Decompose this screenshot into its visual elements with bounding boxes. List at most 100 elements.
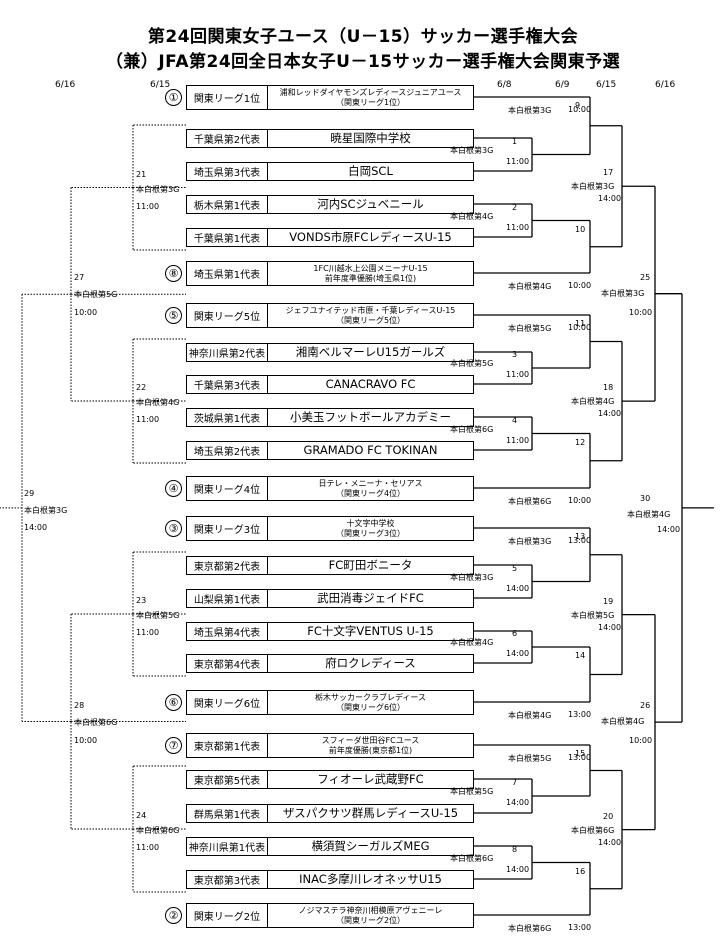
team-name: 湘南ベルマーレU15ガールズ — [295, 344, 446, 359]
seed-qualification: 埼玉県第1代表 — [187, 262, 268, 285]
team-qualification: 千葉県第2代表 — [187, 130, 268, 147]
team-name: ザスパクサツ群馬レディースU-15 — [282, 805, 459, 820]
r1-match-number: 5 — [512, 563, 518, 573]
team-box: 東京都第4代表府ロクレディース — [186, 654, 474, 673]
r4-match-time: 10:00 — [629, 307, 653, 317]
r3-match-number: 19 — [603, 596, 614, 606]
seed-team-name: 十文字中学校 — [346, 519, 395, 529]
loser-match-number: 27 — [74, 273, 85, 283]
seed-team-name-block: 十文字中学校（関東リーグ3位） — [268, 517, 473, 540]
seed-number: ⑦ — [165, 737, 182, 754]
team-box: 神奈川県第2代表 湘南ベルマーレU15ガールズ — [186, 343, 474, 362]
loser-match-time: 11:00 — [136, 415, 160, 424]
r3-match-number: 18 — [603, 383, 614, 393]
seed-team-name: ジェフユナイテッド市原・千葉レディースU-15 — [285, 306, 456, 316]
loser-match-venue: 本白根第6G — [136, 826, 180, 835]
date-label: 6/16 — [655, 80, 676, 90]
team-qualification: 東京都第5代表 — [187, 771, 268, 788]
seed-team-name-block: ジェフユナイテッド市原・千葉レディースU-15（関東リーグ5位） — [268, 304, 473, 327]
seed-qualification: 関東リーグ5位 — [187, 304, 268, 327]
r1-match-venue: 本白根第6G — [450, 853, 494, 863]
team-name: GRAMADO FC TOKINAN — [303, 442, 438, 457]
loser-match-time: 11:00 — [136, 628, 160, 637]
loser-match-venue: 本白根第5G — [136, 611, 180, 620]
loser-match-time: 11:00 — [136, 201, 160, 211]
r1-match-venue: 本白根第6G — [450, 424, 494, 434]
r3-match-number: 17 — [603, 168, 614, 178]
r1-match-number: 3 — [512, 350, 518, 359]
seed-qualification: 関東リーグ2位 — [187, 904, 268, 927]
r2-match-number: 13 — [575, 532, 586, 541]
seed-team-note: （関東リーグ6位） — [335, 702, 406, 712]
date-label: 6/15 — [150, 80, 171, 90]
team-box: 神奈川県第1代表 横須賀シーガルズMEG — [186, 837, 474, 856]
r1-match-time: 11:00 — [506, 156, 530, 166]
r2-match-number: 14 — [575, 651, 586, 660]
team-name: 河内SCジュベニール — [317, 196, 424, 211]
seed-match-time: 10:00 — [568, 281, 592, 290]
team-qualification: 群馬県第1代表 — [187, 805, 268, 822]
r1-match-number: 2 — [512, 202, 518, 212]
date-label: 6/16 — [55, 80, 76, 90]
r1-match-venue: 本白根第4G — [450, 211, 494, 221]
r3-match-venue: 本白根第4G — [571, 397, 615, 407]
team-name: 白岡SCL — [348, 163, 393, 178]
r4-match-venue: 本白根第4G — [601, 717, 645, 727]
seed-team-box: 関東リーグ5位ジェフユナイテッド市原・千葉レディースU-15（関東リーグ5位） — [186, 303, 474, 328]
seed-match-time: 10:00 — [568, 323, 592, 332]
team-qualification: 神奈川県第1代表 — [187, 838, 268, 855]
team-name: 横須賀シーガルズMEG — [311, 838, 430, 853]
seed-match-venue: 本白根第4G — [508, 711, 552, 720]
seed-team-box: 関東リーグ2位ノジマステラ神奈川相模原アヴェニーレ（関東リーグ2位） — [186, 903, 474, 928]
team-qualification: 神奈川県第2代表 — [187, 344, 268, 361]
r1-match-time: 11:00 — [506, 222, 530, 232]
seed-match-time: 13:00 — [568, 536, 592, 545]
team-qualification: 山梨県第1代表 — [187, 590, 268, 607]
seed-match-time: 10:00 — [568, 496, 592, 505]
team-qualification: 千葉県第1代表 — [187, 229, 268, 246]
r1-match-venue: 本白根第4G — [450, 638, 494, 647]
team-box: 群馬県第1代表ザスパクサツ群馬レディースU-15 — [186, 804, 474, 823]
seed-qualification: 関東リーグ4位 — [187, 477, 268, 500]
seed-match-venue: 本白根第5G — [508, 754, 552, 763]
seed-team-name: 1FC川越水上公園メニーナU-15 — [313, 264, 428, 274]
r4-match-time: 10:00 — [629, 736, 653, 746]
r2-match-number: 15 — [575, 749, 586, 758]
seed-team-name: 浦和レッドダイヤモンズレディースジュニアユース — [279, 88, 462, 98]
seed-match-time: 13:00 — [568, 710, 592, 719]
seed-match-time: 13:00 — [568, 923, 592, 932]
team-box: 山梨県第1代表武田消毒ジェイドFC — [186, 589, 474, 608]
r1-match-number: 7 — [512, 778, 518, 787]
r1-match-time: 14:00 — [506, 583, 530, 593]
team-qualification: 栃木県第1代表 — [187, 196, 268, 213]
r1-match-venue: 本白根第3G — [450, 572, 494, 582]
team-name: 暁星国際中学校 — [330, 130, 411, 145]
seed-number: ⑥ — [165, 694, 182, 711]
team-box: 栃木県第1代表 河内SCジュベニール — [186, 195, 474, 214]
r1-match-venue: 本白根第3G — [450, 145, 494, 155]
loser-match-time: 10:00 — [74, 735, 98, 745]
seed-match-venue: 本白根第5G — [508, 324, 552, 333]
seed-number: ⑧ — [165, 265, 182, 282]
r2-match-number: 9 — [575, 101, 581, 110]
date-label: 6/9 — [555, 80, 570, 90]
seed-match-venue: 本白根第6G — [508, 924, 552, 933]
seed-qualification: 関東リーグ6位 — [187, 691, 268, 714]
seed-team-name-block: 日テレ・メニーナ・セリアス（関東リーグ4位） — [268, 477, 473, 500]
team-name: FC町田ボニータ — [328, 557, 413, 572]
loser-match-time: 10:00 — [74, 308, 98, 318]
r1-match-time: 11:00 — [506, 435, 530, 445]
seed-team-box: 関東リーグ6位栃木サッカークラブレディース（関東リーグ6位） — [186, 690, 474, 715]
team-qualification: 埼玉県第2代表 — [187, 442, 268, 459]
loser-match-venue: 本白根第6G — [74, 717, 118, 727]
seed-match-time: 10:00 — [568, 105, 592, 114]
seed-team-name-block: 栃木サッカークラブレディース（関東リーグ6位） — [268, 691, 473, 714]
r3-match-time: 14:00 — [598, 837, 622, 847]
loser-match-number: 22 — [136, 383, 147, 392]
sub-title: （兼）JFA第24回全日本女子U－15サッカー選手権大会関東予選 — [105, 52, 621, 72]
